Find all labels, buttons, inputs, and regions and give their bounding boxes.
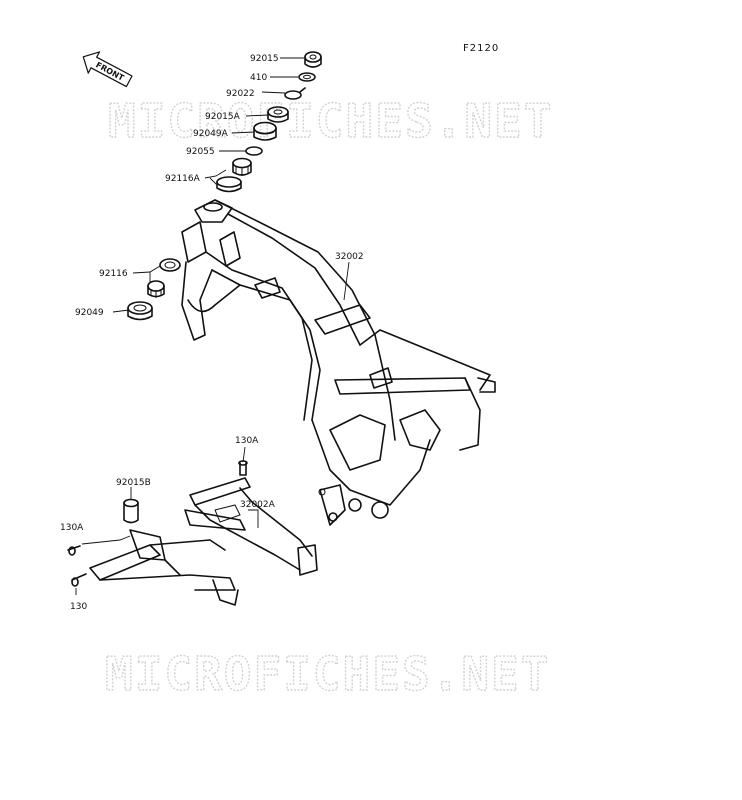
subframe-32002A — [89, 477, 318, 606]
race-92116A — [216, 176, 242, 193]
leader-lines — [75, 57, 350, 595]
label-92116: 92116 — [99, 269, 128, 279]
nut-92015A — [267, 106, 289, 123]
label-92049: 92049 — [75, 308, 104, 318]
washer-410 — [298, 72, 316, 82]
watermark-top: MICROFICHES.NET — [108, 94, 553, 148]
seal-92049 — [127, 301, 153, 321]
seal-92049A — [253, 121, 277, 141]
label-130: 130 — [70, 602, 87, 612]
label-92022: 92022 — [226, 89, 255, 99]
main-frame-32002 — [181, 199, 496, 526]
diagram-code: F2120 — [463, 43, 499, 54]
label-92116A: 92116A — [165, 174, 201, 184]
bearing-92116 — [147, 280, 165, 298]
label-92015B: 92015B — [116, 478, 151, 488]
oring-92055 — [245, 146, 263, 156]
label-92055: 92055 — [186, 147, 215, 157]
collar-92015B — [123, 498, 139, 524]
label-32002A: 32002A — [240, 500, 276, 510]
label-130A-top: 130A — [235, 436, 259, 446]
label-130A-left: 130A — [60, 523, 84, 533]
bearing-92116A — [232, 157, 252, 176]
label-32002: 32002 — [335, 252, 364, 262]
bolt-130A-top — [238, 460, 248, 476]
front-arrow-icon: FRONT — [82, 51, 133, 88]
label-92015: 92015 — [250, 54, 279, 64]
watermark-bottom: MICROFICHES.NET — [105, 647, 550, 701]
race-92116 — [159, 258, 181, 272]
part-labels: 92015 410 92022 92015A 92049A 92055 9211… — [60, 54, 364, 612]
bolt-130A-left — [67, 545, 81, 556]
bolt-130 — [71, 573, 87, 587]
stem-nut-92015 — [304, 51, 322, 68]
lock-washer-92022 — [284, 87, 306, 100]
label-410: 410 — [250, 73, 267, 83]
label-92049A: 92049A — [193, 129, 229, 139]
label-92015A: 92015A — [205, 112, 241, 122]
